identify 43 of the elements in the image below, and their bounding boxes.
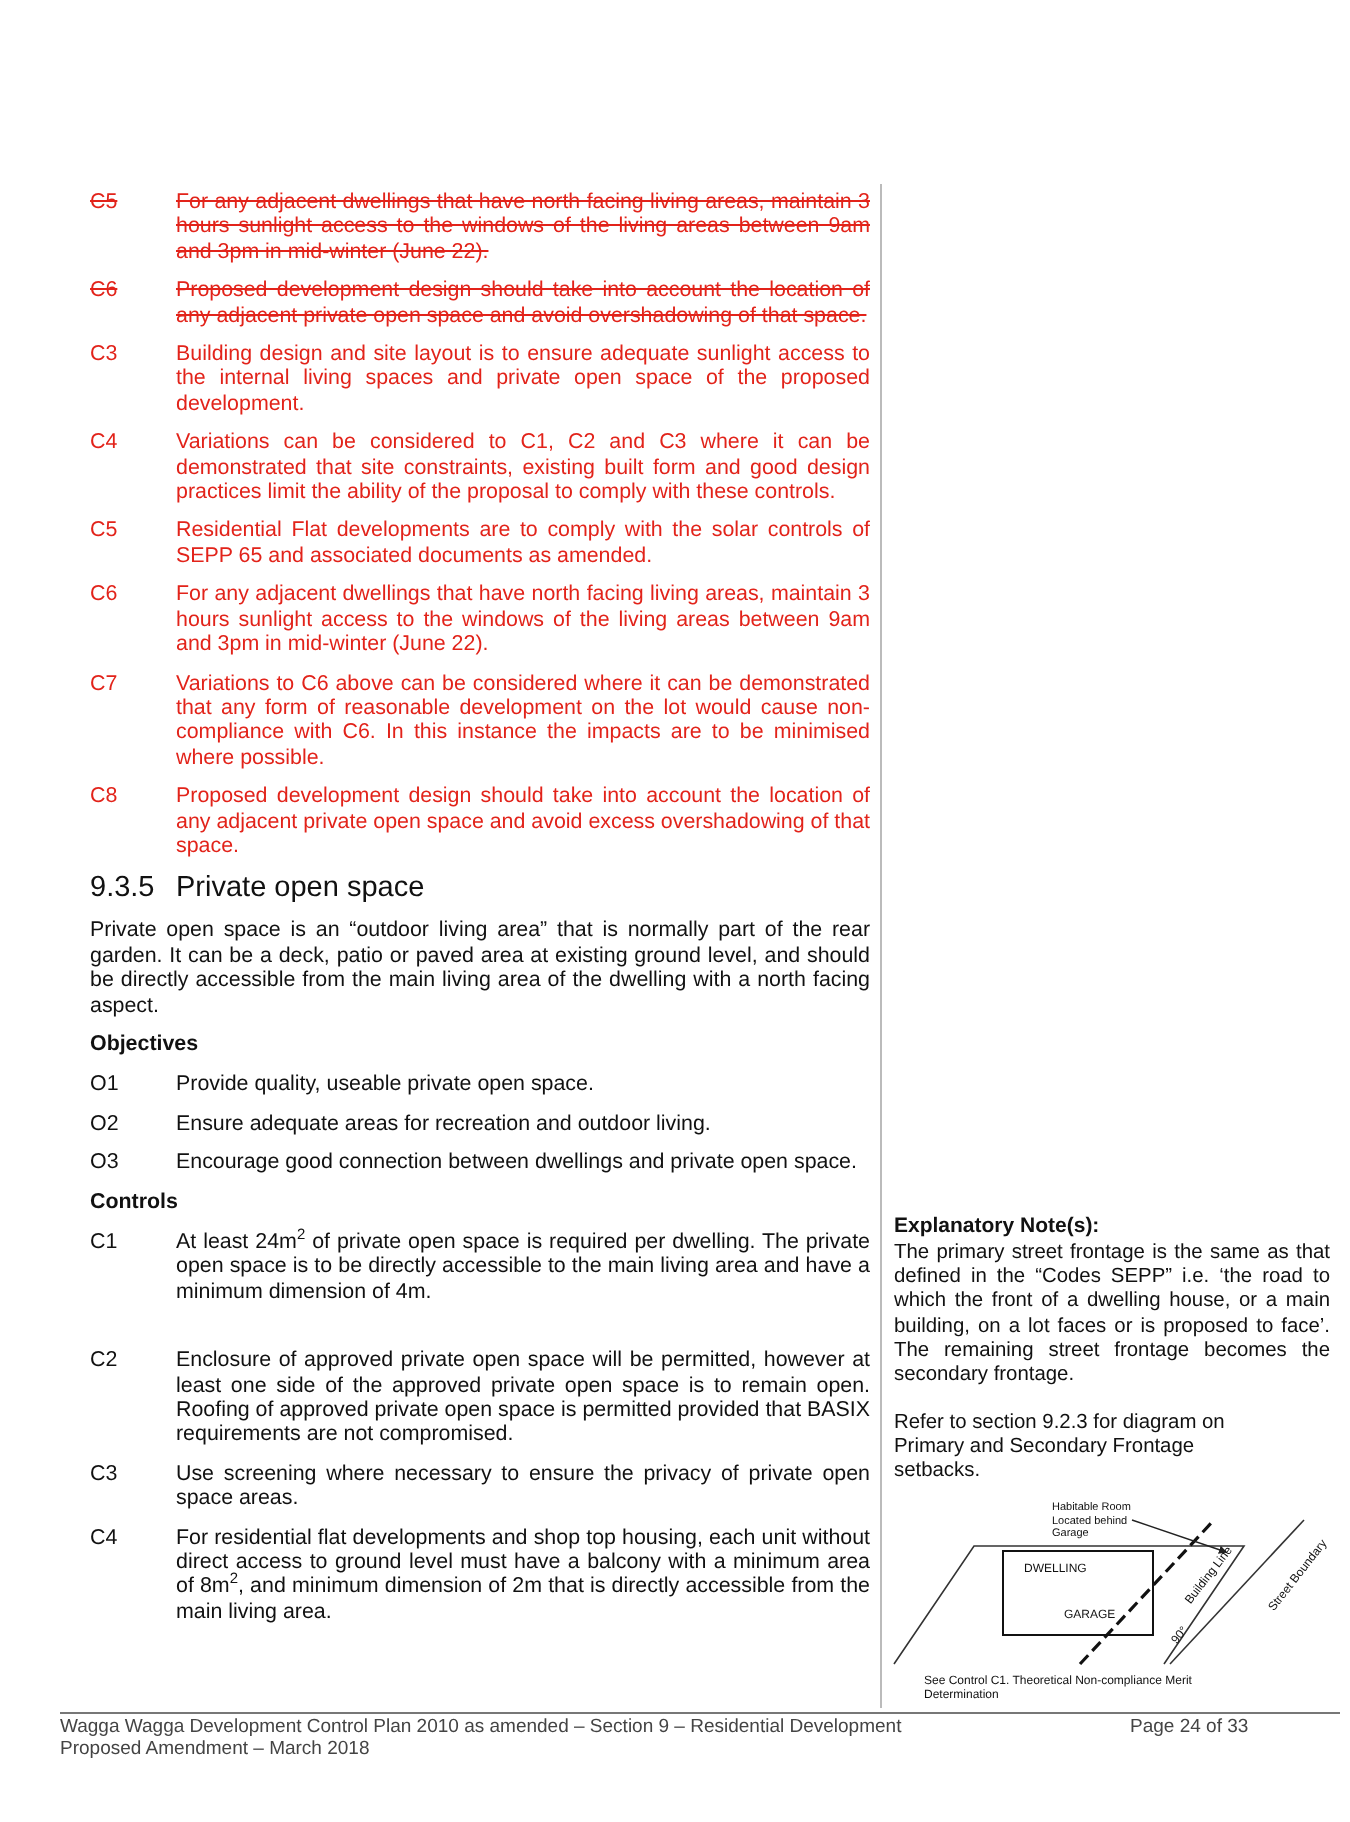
footer-text: Proposed Amendment – March 2018 xyxy=(60,1738,370,1760)
clause-text: Variations can be considered to C1, C2 and C3 where it can be demonstrated that site constraints, existing built form and good design practices limit the ability of the proposal to comply with these controls. xyxy=(176,430,870,505)
clause-number: C4 xyxy=(90,1525,120,1554)
subheading: Controls xyxy=(90,1189,180,1214)
clause-number: C3 xyxy=(90,1461,120,1490)
clause-number: C2 xyxy=(90,1348,120,1377)
clause-text: Proposed development design should take into account the location of any adjacent private open space and avoid overshadowing of that space. xyxy=(176,278,870,329)
subheading: Objectives xyxy=(90,1031,201,1057)
clause-number: C5 xyxy=(90,518,120,547)
clause-number: C3 xyxy=(90,342,120,371)
clause-text: At least 24m$^{2}$ of private open space is required per dwelling. The private open space is to be directly accessible to the main living area and have a minimum dimension of 4m. xyxy=(176,1230,870,1305)
clause-number: C6 xyxy=(90,278,120,307)
body-paragraph: Private open space is an “outdoor living area” that is normally part of the rear garden. It can be a deck, patio or paved area at existing ground level, and should be directly accessible from the main living area of the dwelling with a north facing aspect. xyxy=(90,918,870,1018)
page-number: Page 24 of 33 xyxy=(1130,1716,1249,1738)
clause-number: O2 xyxy=(90,1111,121,1137)
clause-number: C6 xyxy=(90,582,120,611)
clause-number: O3 xyxy=(90,1150,121,1176)
clause-text: For any adjacent dwellings that have north facing living areas, maintain 3 hours sunlight access to the windows of the living areas between 9am and 3pm in mid-winter (June 22). xyxy=(176,582,870,657)
clause-text: Encourage good connection between dwellings and private open space. xyxy=(176,1150,859,1176)
clause-text: Residential Flat developments are to comply with the solar controls of SEPP 65 and associated documents as amended. xyxy=(176,518,870,569)
clause-number: C4 xyxy=(90,430,120,459)
section-heading: Private open space xyxy=(176,872,425,907)
clause-text: Provide quality, useable private open space. xyxy=(176,1072,596,1098)
clause-number: C1 xyxy=(90,1230,120,1258)
clause-text: Proposed development design should take into account the location of any adjacent private open space and avoid excess overshadowing of that space. xyxy=(176,784,870,859)
section-number: 9.3.5 xyxy=(90,872,157,907)
clause-text: For residential flat developments and shop top housing, each unit without direct access to ground level must have a balcony with a minimum area of 8m$^{2}$, and minimum dimension of 2m that is directly accessible from the main living area. xyxy=(176,1525,870,1625)
clause-text: Building design and site layout is to ensure adequate sunlight access to the internal living spaces and private open space of the proposed development. xyxy=(176,342,870,417)
clause-text: Variations to C6 above can be considered where it can be demonstrated that any form of reasonable development on the lot would cause non-compliance with C6. In this instance the impacts are to be minimised where possible. xyxy=(176,671,870,771)
note-paragraph: Refer to section 9.2.3 for diagram on Primary and Secondary Frontage setbacks. xyxy=(894,1412,1227,1486)
clause-number: C7 xyxy=(90,671,120,699)
note-heading: Explanatory Note(s): xyxy=(894,1214,1102,1239)
clause-text: Enclosure of approved private open space will be permitted, however at least one side of the approved private open space is to remain open. Roofing of approved private open space is permitted provided that BASIX requirements are not compromised. xyxy=(176,1348,870,1448)
leader-line xyxy=(1131,1519,1228,1554)
clause-number: C5 xyxy=(90,190,120,218)
clause-text: Ensure adequate areas for recreation and outdoor living. xyxy=(176,1111,713,1137)
note-paragraph: The primary street frontage is the same as that defined in the “Codes SEPP” i.e. ‘the road to which the front of a dwelling house, or a main building, on a lot faces or is proposed to face’. The remaining street frontage becomes the secondary frontage. xyxy=(894,1242,1330,1389)
clause-text: For any adjacent dwellings that have north facing living areas, maintain 3 hours sunlight access to the windows of the living areas between 9am and 3pm in mid-winter (June 22). xyxy=(176,190,870,265)
clause-number: C8 xyxy=(90,784,120,813)
clause-text: Use screening where necessary to ensure the privacy of private open space areas. xyxy=(176,1461,870,1512)
dwelling-outline xyxy=(1002,1550,1154,1636)
clause-number: O1 xyxy=(90,1072,121,1098)
footer-text: Wagga Wagga Development Control Plan 2010 as amended – Section 9 – Residential Development xyxy=(60,1716,902,1738)
